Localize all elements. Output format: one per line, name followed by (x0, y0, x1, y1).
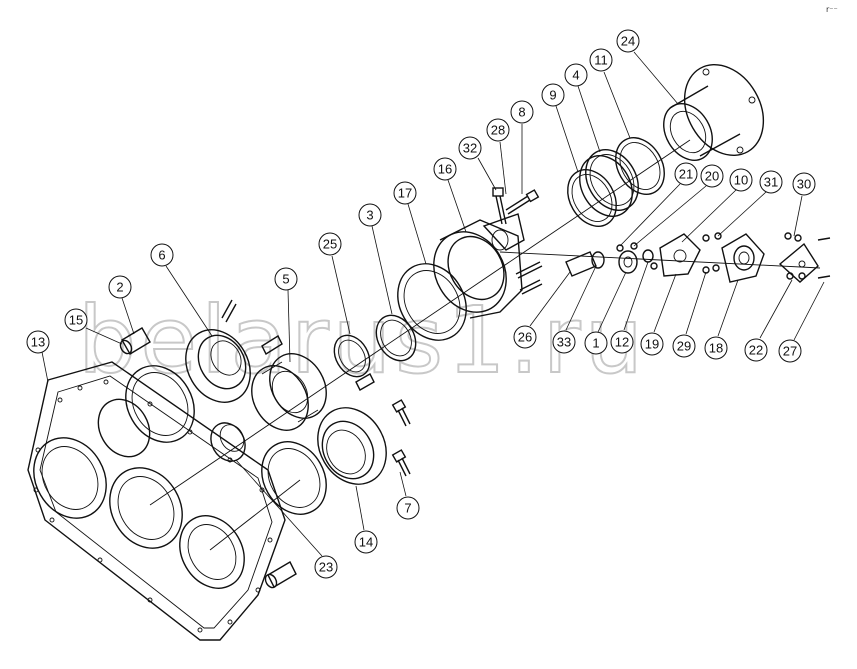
svg-text:30: 30 (797, 177, 811, 192)
callout-14: 14 (354, 485, 378, 554)
callout-13: 13 (26, 330, 50, 383)
callout-3: 3 (358, 203, 393, 315)
part-bearing (251, 353, 327, 431)
svg-text:5: 5 (282, 272, 289, 287)
part-seal-9 (567, 169, 617, 227)
callout-9: 9 (541, 83, 579, 173)
svg-text:1: 1 (592, 336, 599, 351)
callout-24: 24 (616, 29, 679, 105)
callout-26: 26 (513, 271, 571, 349)
callout-28: 28 (486, 118, 510, 195)
assembly-axis-lines (149, 139, 821, 551)
svg-text:28: 28 (491, 123, 505, 138)
svg-text:17: 17 (398, 186, 412, 201)
callout-16: 16 (433, 157, 467, 233)
part-bolts-lower (391, 399, 411, 477)
callout-labels: 13 15 2 6 5 25 3 (26, 29, 825, 579)
part-gasket-left (125, 365, 195, 443)
svg-text:14: 14 (359, 535, 373, 550)
part-seal-11 (615, 137, 665, 195)
svg-text:23: 23 (319, 560, 333, 575)
svg-text:21: 21 (679, 167, 693, 182)
callout-31: 31 (717, 170, 783, 237)
part-bell-housing (433, 213, 525, 319)
svg-text:9: 9 (549, 88, 556, 103)
callout-5: 5 (274, 267, 298, 363)
svg-text:3: 3 (366, 208, 373, 223)
callout-7: 7 (396, 471, 420, 520)
part-bolts-upper (492, 187, 543, 295)
svg-text:31: 31 (764, 175, 778, 190)
callout-1: 1 (584, 271, 627, 355)
part-dowel-pin-lower (264, 561, 297, 589)
callout-23: 23 (235, 459, 338, 579)
svg-text:2: 2 (116, 280, 123, 295)
callout-15: 15 (64, 308, 123, 345)
part-output-flange (663, 64, 765, 161)
svg-text:22: 22 (749, 343, 763, 358)
svg-text:19: 19 (645, 337, 659, 352)
part-dowel-pin-upper (119, 327, 151, 355)
part-gasket-17 (397, 263, 467, 341)
callout-27: 27 (778, 281, 825, 363)
svg-text:33: 33 (557, 335, 571, 350)
callout-22: 22 (744, 279, 793, 362)
svg-text:29: 29 (677, 339, 691, 354)
svg-text:16: 16 (438, 162, 452, 177)
svg-text:24: 24 (621, 34, 635, 49)
svg-text:10: 10 (734, 173, 748, 188)
callout-4: 4 (564, 63, 601, 153)
callout-2: 2 (108, 275, 135, 335)
callout-17: 17 (393, 181, 427, 265)
callout-21: 21 (619, 162, 698, 247)
part-gasket-19 (659, 233, 701, 277)
part-seal-4 (579, 149, 639, 217)
svg-text:6: 6 (158, 248, 165, 263)
svg-text:26: 26 (518, 330, 532, 345)
callout-11: 11 (589, 48, 631, 139)
svg-text:20: 20 (705, 169, 719, 184)
svg-text:27: 27 (783, 344, 797, 359)
part-cover-plate (317, 407, 387, 485)
part-housing-plate (27, 361, 286, 641)
callout-29: 29 (672, 271, 707, 358)
svg-text:15: 15 (69, 313, 83, 328)
callout-12: 12 (610, 261, 649, 354)
callout-10: 10 (681, 168, 753, 243)
svg-text:12: 12 (615, 335, 629, 350)
callout-6: 6 (150, 243, 213, 337)
svg-text:11: 11 (594, 53, 608, 68)
part-sensor-housing (721, 233, 765, 283)
callout-8: 8 (510, 100, 534, 194)
svg-text:25: 25 (323, 237, 337, 252)
part-gasket-lower (261, 441, 327, 515)
callout-18: 18 (704, 279, 739, 360)
part-spacer-sleeve (210, 422, 246, 462)
svg-text:13: 13 (31, 335, 45, 350)
callout-25: 25 (318, 232, 351, 335)
part-washers-nuts (702, 232, 831, 280)
callout-20: 20 (633, 164, 724, 247)
svg-text:7: 7 (404, 501, 411, 516)
svg-text:18: 18 (709, 341, 723, 356)
callout-19: 19 (640, 273, 677, 356)
callout-33: 33 (552, 265, 597, 354)
part-o-ring-25 (333, 334, 375, 391)
callout-32: 32 (458, 136, 497, 191)
svg-text:32: 32 (463, 141, 477, 156)
callout-30: 30 (792, 172, 816, 237)
corner-mark: r⁻⁻ (826, 5, 838, 14)
svg-text:8: 8 (518, 105, 525, 120)
svg-text:4: 4 (572, 68, 579, 83)
part-bearing-cover (185, 299, 283, 403)
